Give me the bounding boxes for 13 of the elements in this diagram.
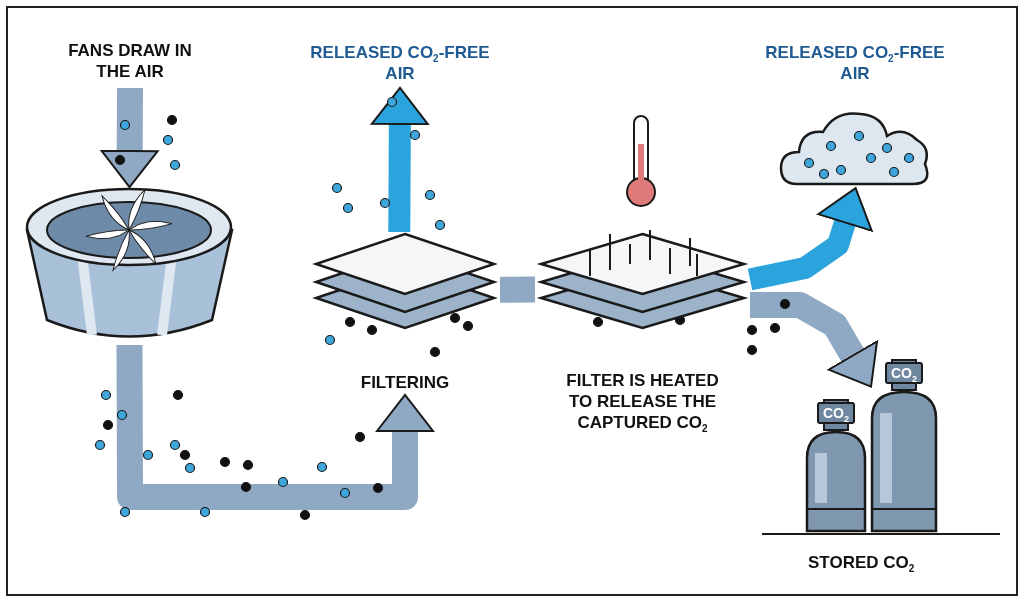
flow-arrow: [747, 187, 873, 291]
flow-arrow: [116, 344, 434, 510]
step-label: RELEASED CO$_{2}$-FREE AIR: [765, 42, 945, 84]
flow-arrow: [100, 87, 159, 188]
step-label: RELEASED CO$_{2}$-FREE AIR: [310, 42, 490, 84]
flow-arrow: [370, 87, 429, 233]
caption-label: STORED CO$_{2}$: [808, 552, 915, 573]
flow-arrow: [750, 291, 879, 388]
step-label: FANS DRAW IN THE AIR: [68, 40, 192, 82]
tank-label: CO$_{2}$: [817, 402, 855, 424]
tank-label: CO$_{2}$: [885, 362, 923, 384]
step-label: FILTER IS HEATED TO RELEASE THE CAPTURED CO$_{2}$: [565, 370, 720, 433]
step-label: FILTERING: [359, 372, 451, 393]
